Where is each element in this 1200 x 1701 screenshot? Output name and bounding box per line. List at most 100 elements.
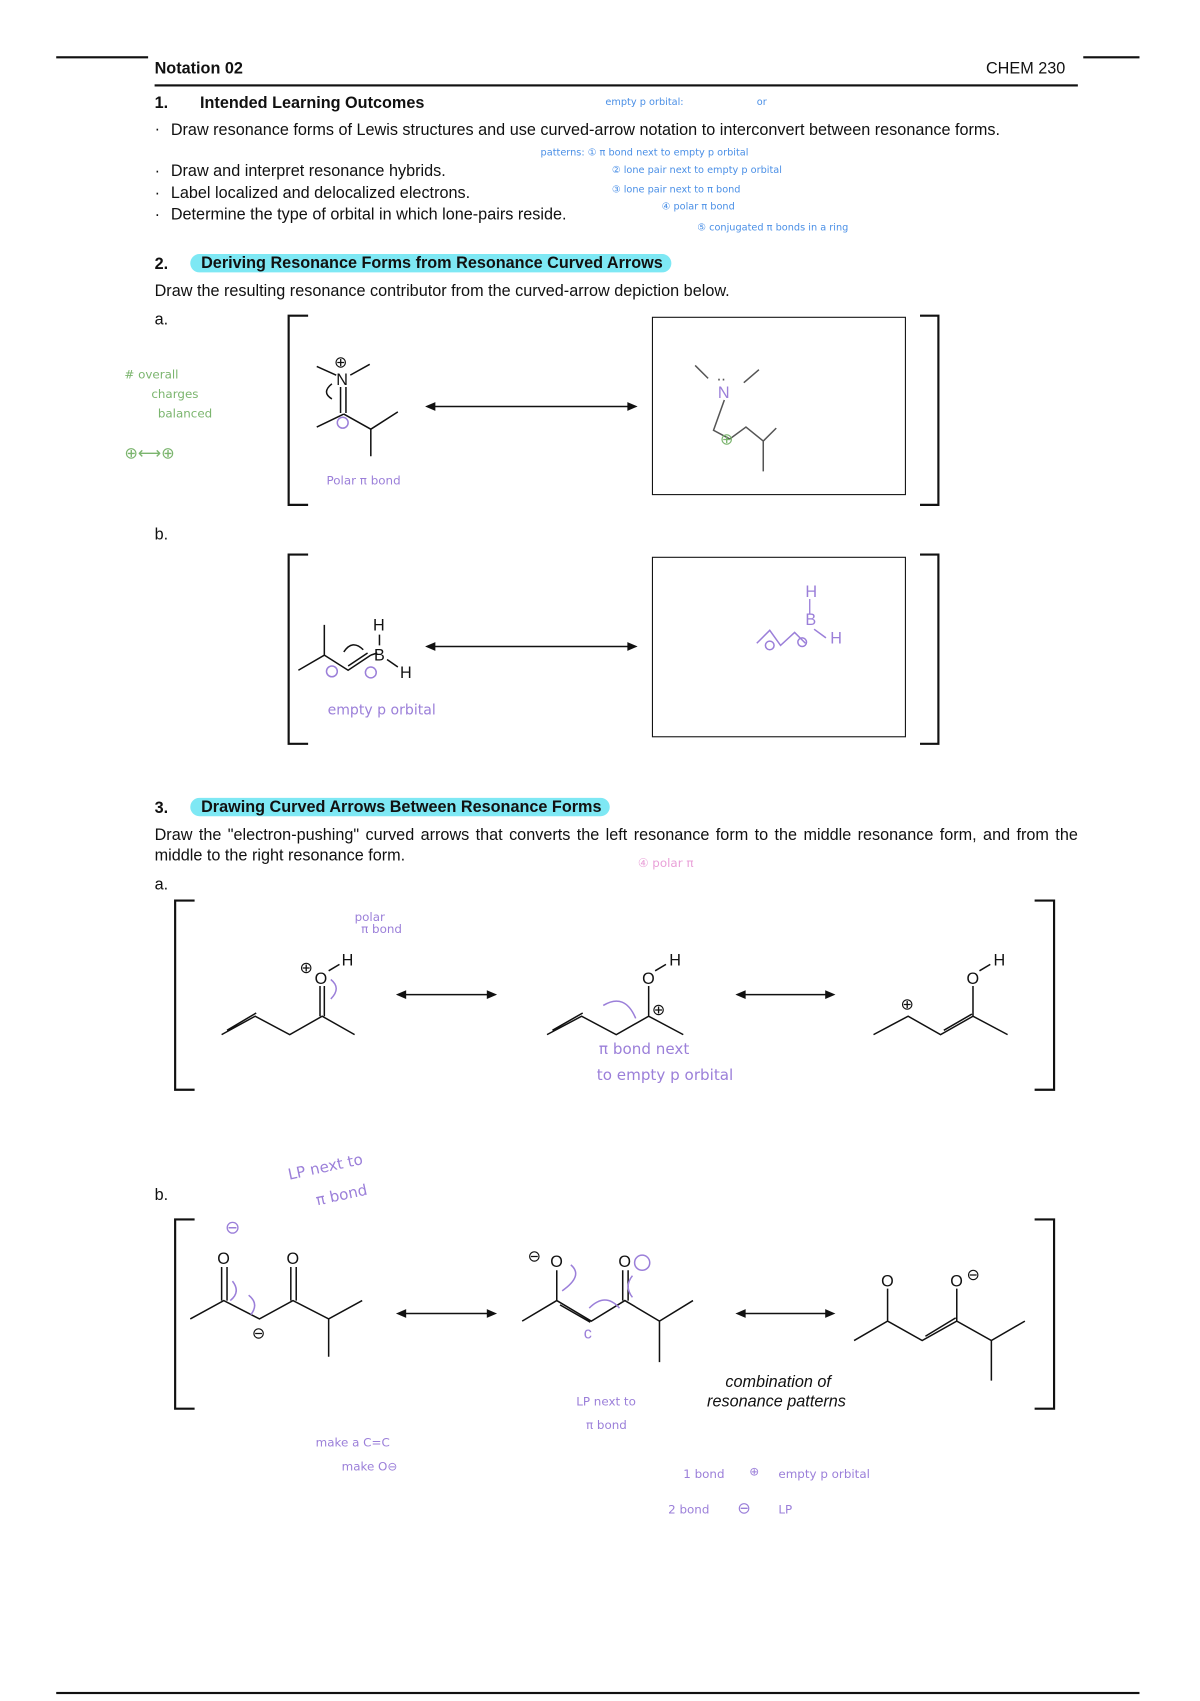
atom-h-top: H bbox=[373, 616, 385, 634]
note-1-bond: 1 bond bbox=[683, 1467, 725, 1482]
note-lp: LP bbox=[778, 1502, 793, 1517]
note-make-o-minus: make O⊖ bbox=[341, 1459, 398, 1474]
note-pattern-1: patterns: ① π bond next to empty p orbit… bbox=[540, 148, 749, 159]
brackets-2a bbox=[287, 314, 940, 506]
part-a-label: a. bbox=[154, 310, 169, 329]
brackets-3a bbox=[174, 899, 1056, 1091]
note-empty-p-orbital: empty p orbital bbox=[327, 702, 436, 719]
molecule-3b-left: O O ⊖ bbox=[189, 1250, 363, 1357]
molecule-3b-right: O O ⊖ bbox=[853, 1266, 1026, 1381]
section-3-title: Drawing Curved Arrows Between Resonance … bbox=[190, 797, 611, 817]
outcome-1: Draw resonance forms of Lewis structures… bbox=[170, 121, 1001, 140]
note-pi-bond: π bond bbox=[361, 922, 402, 937]
header-right: CHEM 230 bbox=[985, 59, 1066, 78]
note-empty-p: empty p orbital: bbox=[605, 97, 684, 109]
section-3-instruction: Draw the "electron-pushing" curved arrow… bbox=[154, 825, 1078, 865]
charge-plus: ⊕ bbox=[334, 354, 348, 372]
atom-o: O bbox=[618, 1253, 631, 1271]
note-2-bond: 2 bond bbox=[668, 1502, 710, 1517]
charge-minus: ⊖ bbox=[967, 1266, 981, 1284]
molecule-3b-middle: O O ⊖ c bbox=[521, 1248, 694, 1363]
answer-atom-h2: H bbox=[830, 629, 842, 647]
note-balanced: balanced bbox=[157, 406, 213, 421]
molecule-3a-right: O H ⊕ bbox=[873, 951, 1008, 1036]
molecule-3a-left: O H ⊕ bbox=[221, 951, 355, 1036]
atom-c-label: c bbox=[584, 1324, 592, 1342]
note-polar-pi-top: ④ polar π bbox=[637, 856, 694, 871]
section-2-number: 2. bbox=[154, 255, 169, 274]
bullet-dot: · bbox=[154, 205, 161, 224]
atom-h: H bbox=[994, 951, 1006, 969]
bullet-dot: · bbox=[154, 183, 161, 203]
atom-h-right: H bbox=[400, 664, 412, 682]
header-left: Notation 02 bbox=[154, 59, 243, 78]
atom-h: H bbox=[342, 951, 354, 969]
note-polar: polar bbox=[354, 910, 385, 925]
note-charges: charges bbox=[151, 387, 199, 402]
answer-lone-pair: .. bbox=[717, 367, 726, 385]
section-2-instruction: Draw the resulting resonance contributor… bbox=[154, 282, 730, 301]
note-charge-equality: ⊕⟷⊕ bbox=[124, 443, 175, 463]
atom-b: B bbox=[374, 647, 385, 665]
charge-plus: ⊕ bbox=[299, 959, 313, 977]
atom-h: H bbox=[669, 951, 681, 969]
charge-minus: ⊖ bbox=[528, 1248, 542, 1266]
answer-atom-b: B bbox=[805, 611, 816, 629]
answer-plus: ⊕ bbox=[720, 430, 734, 448]
atom-o: O bbox=[950, 1273, 963, 1291]
note-lp-next-to-2: LP next to bbox=[576, 1394, 636, 1409]
answer-2a-handwritten: N .. ⊕ bbox=[694, 364, 777, 472]
molecule-2a-iminium: N ⊕ bbox=[316, 354, 399, 457]
note-pattern-3: ③ lone pair next to π bond bbox=[611, 184, 741, 196]
charge-minus: ⊖ bbox=[252, 1324, 266, 1342]
note-plus: ⊕ bbox=[749, 1464, 760, 1479]
outcome-2: Draw and interpret resonance hybrids. bbox=[170, 162, 446, 181]
note-minus-circle: ⊖ bbox=[224, 1217, 241, 1239]
caption-line-1: combination of bbox=[725, 1372, 831, 1392]
atom-o: O bbox=[967, 970, 980, 988]
answer-bond: | bbox=[808, 597, 812, 615]
answer-2b-handwritten: H | B H bbox=[756, 583, 842, 651]
note-pattern-4: ④ polar π bond bbox=[661, 202, 735, 213]
answer-atom-h1: H bbox=[805, 583, 817, 601]
section-3-number: 3. bbox=[154, 798, 169, 818]
note-to-empty-p: to empty p orbital bbox=[596, 1067, 734, 1085]
atom-o: O bbox=[286, 1250, 299, 1268]
header-rule bbox=[154, 84, 1078, 87]
part-3a-label: a. bbox=[154, 875, 169, 895]
molecule-3a-middle: O H ⊕ bbox=[546, 951, 684, 1036]
section-1-number: 1. bbox=[154, 94, 169, 113]
note-pattern-2: ② lone pair next to empty p orbital bbox=[611, 165, 782, 177]
note-polar-pi: Polar π bond bbox=[326, 473, 401, 488]
outcome-3: Label localized and delocalized electron… bbox=[170, 183, 471, 203]
charge-plus: ⊕ bbox=[652, 1001, 666, 1019]
answer-box-2b[interactable] bbox=[651, 556, 906, 738]
answer-box-2a[interactable] bbox=[651, 316, 906, 496]
outcome-4: Determine the type of orbital in which l… bbox=[170, 205, 567, 224]
atom-o: O bbox=[642, 970, 655, 988]
top-rule-right bbox=[1083, 56, 1140, 58]
resonance-arrows bbox=[395, 402, 836, 1318]
brackets-3b bbox=[174, 1218, 1056, 1410]
atom-o: O bbox=[217, 1250, 230, 1268]
part-b-label: b. bbox=[154, 525, 169, 544]
atom-o: O bbox=[550, 1253, 563, 1271]
caption-line-2: resonance patterns bbox=[707, 1392, 846, 1411]
note-minus: ⊖ bbox=[737, 1498, 751, 1518]
note-pattern-5: ⑤ conjugated π bonds in a ring bbox=[697, 222, 849, 234]
bullet-dot: · bbox=[154, 162, 161, 181]
top-rule-left bbox=[56, 56, 149, 58]
note-empty-p-b: empty p orbital bbox=[778, 1467, 870, 1482]
section-1-title: Intended Learning Outcomes bbox=[200, 94, 425, 113]
atom-o: O bbox=[881, 1273, 894, 1291]
note-overall: # overall bbox=[124, 367, 179, 382]
part-3b-label: b. bbox=[154, 1185, 169, 1205]
charge-plus: ⊕ bbox=[901, 996, 915, 1014]
atom-n: N bbox=[336, 371, 348, 389]
note-pi-bond-next: π bond next bbox=[598, 1041, 690, 1059]
atom-o: O bbox=[315, 970, 328, 988]
brackets-2b bbox=[287, 553, 940, 745]
note-or: or bbox=[756, 97, 767, 109]
